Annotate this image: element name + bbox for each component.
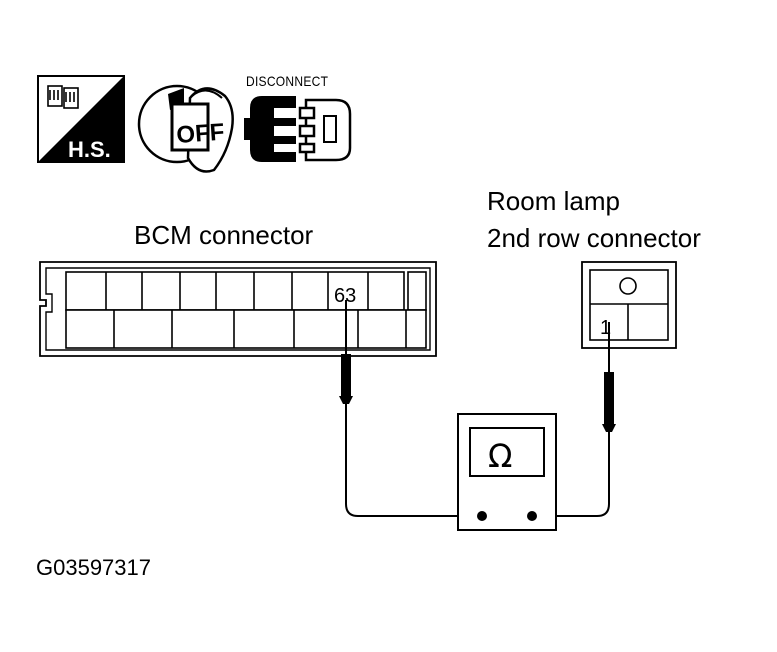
hs-text: H.S. [68, 137, 111, 162]
meter-terminal-right [527, 511, 537, 521]
bcm-bottom-row [65, 309, 427, 349]
disconnect-text: DISCONNECT [246, 73, 329, 89]
harness-side-icon: H.S. [37, 75, 125, 163]
bcm-terminal-63: 63 [334, 285, 356, 307]
bcm-top-row [65, 271, 405, 311]
right-probe [602, 322, 616, 432]
bcm-connector-label: BCM connector [134, 220, 314, 250]
room-lamp-connector: 1 [581, 261, 677, 349]
room-lamp-terminal-1: 1 [600, 317, 611, 339]
left-probe [339, 300, 353, 404]
room-lamp-connector-label: 2nd row connector [487, 223, 701, 253]
bcm-connector: 63 [39, 261, 437, 357]
ignition-off-text: OFF [176, 119, 226, 149]
right-test-lead [532, 432, 610, 517]
ohm-symbol-icon: Ω [488, 437, 512, 475]
hands-connector-icon [47, 85, 79, 109]
meter-terminal-left [477, 511, 487, 521]
room-lamp-label: Room lamp [487, 186, 620, 216]
left-test-lead [345, 404, 482, 517]
ohmmeter: Ω [457, 413, 557, 531]
disconnect-icon [244, 96, 352, 162]
ignition-off-icon: OFF [137, 84, 234, 173]
figure-id: G03597317 [36, 555, 151, 580]
